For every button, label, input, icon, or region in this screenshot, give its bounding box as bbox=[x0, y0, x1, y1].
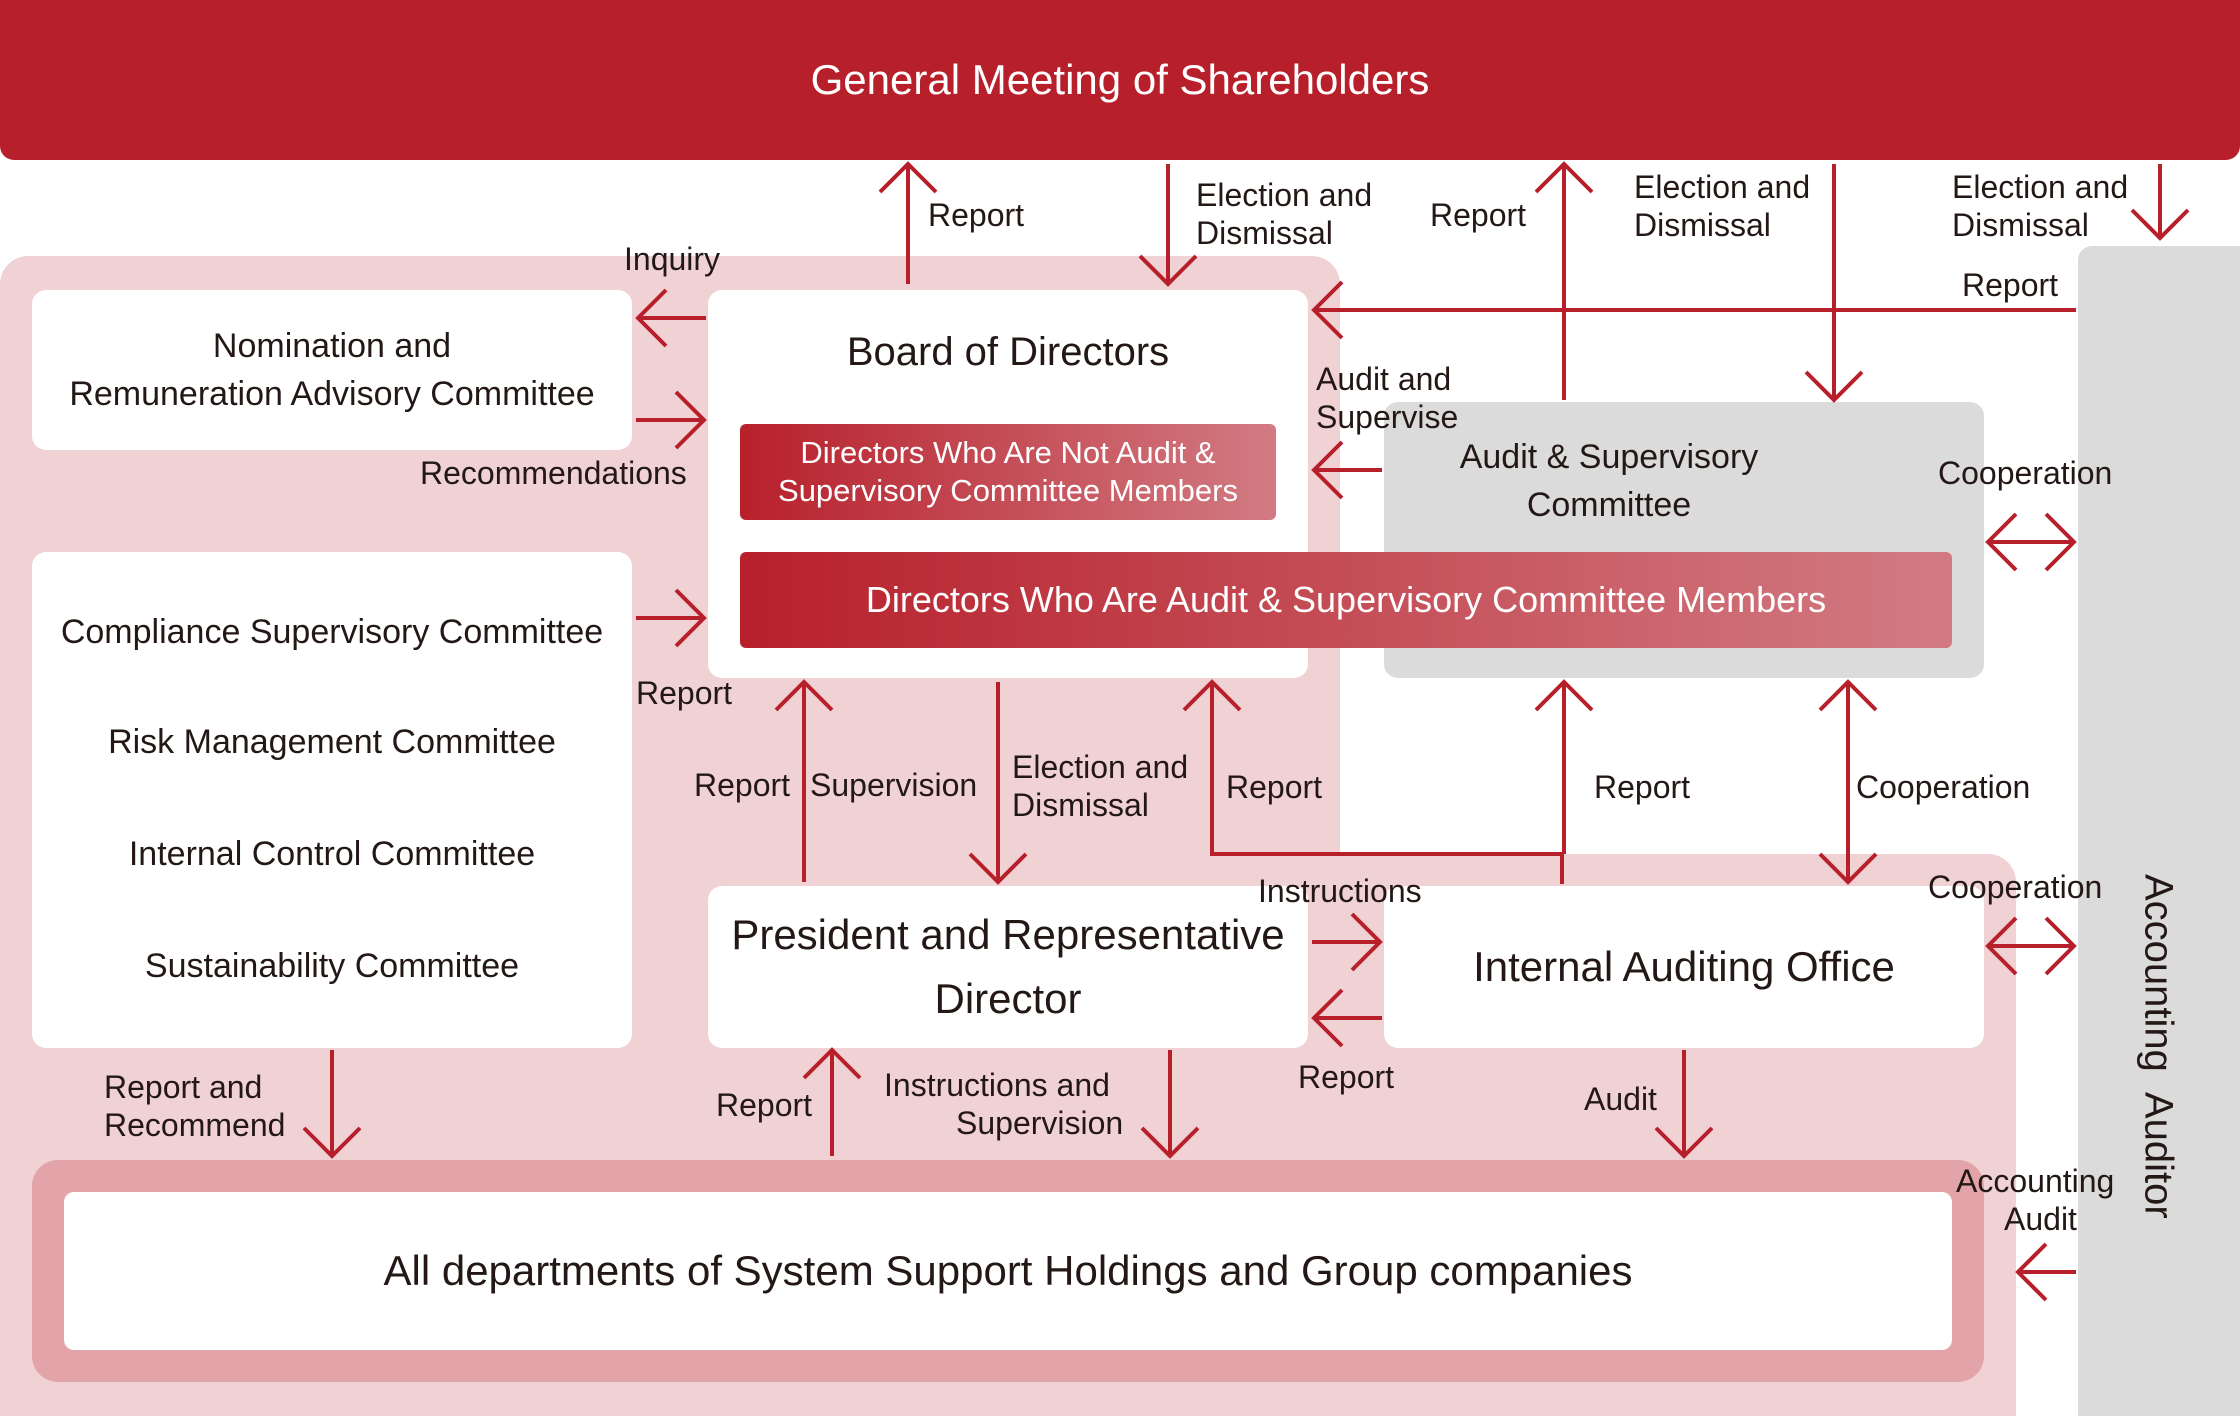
president-line-1: President and Representative bbox=[731, 911, 1285, 958]
audit-committee-line-1: Audit & Supervisory bbox=[1459, 438, 1759, 476]
sustainability-committee: Sustainability Committee bbox=[144, 947, 520, 985]
label-election-auditor-2: Dismissal bbox=[1952, 207, 2089, 243]
all-departments: All departments of System Support Holdin… bbox=[64, 1192, 1952, 1350]
label-election-audit-1: Election and bbox=[1634, 169, 1811, 205]
label-instructions-supervision-2: Supervision bbox=[956, 1105, 1124, 1141]
label-accounting-audit-1: Accounting bbox=[1956, 1163, 2115, 1199]
label-auditor-report: Report bbox=[1962, 267, 2059, 303]
label-election-board-2: Dismissal bbox=[1196, 215, 1333, 251]
label-audit-supervise-2: Supervise bbox=[1316, 399, 1459, 435]
label-report-iao-audit: Report bbox=[1594, 769, 1691, 805]
label-accounting-audit-2: Audit bbox=[2004, 1201, 2077, 1237]
internal-control-committee: Internal Control Committee bbox=[128, 835, 536, 873]
label-instructions: Instructions bbox=[1258, 873, 1422, 909]
label-audit-supervise-1: Audit and bbox=[1316, 361, 1452, 397]
label-report-gm-1: Report bbox=[928, 197, 1025, 233]
label-report-gm-2: Report bbox=[1430, 197, 1527, 233]
label-report-recommend-1: Report and bbox=[104, 1069, 263, 1105]
nomination-remuneration-committee: Nomination and Remuneration Advisory Com… bbox=[32, 290, 632, 450]
label-report-depts: Report bbox=[716, 1087, 813, 1123]
general-meeting-of-shareholders: General Meeting of Shareholders bbox=[0, 0, 2240, 160]
label-committees-report: Report bbox=[636, 675, 733, 711]
president-line-2: Director bbox=[934, 975, 1082, 1022]
committees-box: Compliance Supervisory Committee Risk Ma… bbox=[32, 552, 632, 1048]
internal-auditing-office: Internal Auditing Office bbox=[1384, 886, 1984, 1048]
label-instructions-supervision-1: Instructions and bbox=[884, 1067, 1110, 1103]
label-report-iao-president: Report bbox=[1298, 1059, 1395, 1095]
president-representative-director: President and Representative Director bbox=[708, 886, 1308, 1048]
departments-frame: All departments of System Support Holdin… bbox=[32, 1160, 1984, 1382]
label-cooperation-3: Cooperation bbox=[1928, 869, 2103, 905]
compliance-supervisory-committee: Compliance Supervisory Committee bbox=[60, 613, 604, 651]
accounting-auditor-label: Accounting Auditor bbox=[2136, 873, 2181, 1219]
label-audit: Audit bbox=[1584, 1081, 1657, 1117]
label-election-president-2: Dismissal bbox=[1012, 787, 1149, 823]
audit-committee-line-2: Committee bbox=[1526, 486, 1692, 524]
directors-audit-members: Directors Who Are Audit & Supervisory Co… bbox=[740, 552, 1952, 648]
label-election-board-1: Election and bbox=[1196, 177, 1373, 213]
label-cooperation-2: Cooperation bbox=[1856, 769, 2031, 805]
label-recommendations: Recommendations bbox=[420, 455, 687, 491]
label-election-president-1: Election and bbox=[1012, 749, 1189, 785]
arrow-iao-report-board bbox=[1210, 682, 1564, 884]
label-election-audit-2: Dismissal bbox=[1634, 207, 1771, 243]
label-report-iao-board: Report bbox=[1226, 769, 1323, 805]
label-report-president: Report bbox=[694, 767, 791, 803]
label-cooperation-1: Cooperation bbox=[1938, 455, 2113, 491]
label-election-auditor-1: Election and bbox=[1952, 169, 2129, 205]
directors-not-audit-members: Directors Who Are Not Audit & Supervisor… bbox=[740, 424, 1276, 520]
nomination-line-1: Nomination and bbox=[212, 327, 452, 365]
board-title: Board of Directors bbox=[846, 329, 1170, 374]
label-report-recommend-2: Recommend bbox=[104, 1107, 286, 1143]
label-inquiry: Inquiry bbox=[624, 241, 721, 277]
nomination-line-2: Remuneration Advisory Committee bbox=[69, 375, 595, 413]
accounting-auditor: Accounting Auditor bbox=[2078, 246, 2240, 1416]
label-supervision: Supervision bbox=[810, 767, 978, 803]
risk-management-committee: Risk Management Committee bbox=[108, 723, 556, 761]
